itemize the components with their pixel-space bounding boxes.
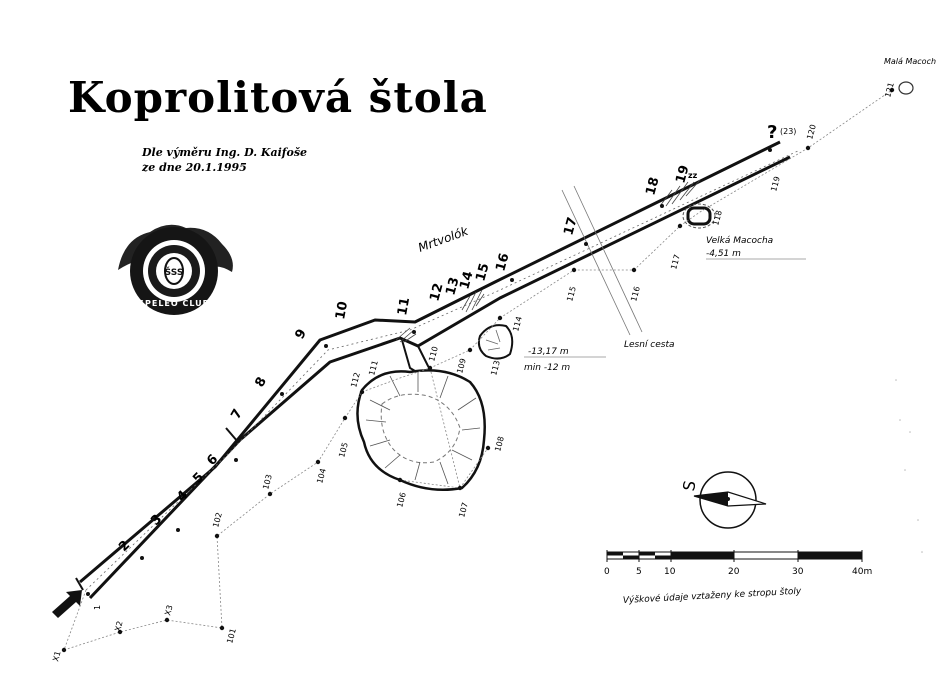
gallery-walls xyxy=(75,140,791,600)
survey-label: 105 xyxy=(337,441,350,458)
survey-traverse xyxy=(63,89,893,651)
survey-label: 102 xyxy=(211,511,224,528)
gallery-number: 13 xyxy=(443,276,462,297)
small-pit xyxy=(477,324,514,360)
scale-note: Výškové údaje vztaženy ke stropu štoly xyxy=(623,586,803,606)
mala-macocha-pit xyxy=(898,81,914,95)
unknown-continuation-mark: ? xyxy=(767,122,777,143)
survey-label: 119 xyxy=(769,175,782,192)
large-sinkhole xyxy=(356,369,486,492)
gallery-number: 10 xyxy=(333,300,351,320)
gallery-number: 18 xyxy=(643,176,662,197)
survey-label: X3 xyxy=(163,604,174,617)
entrance-arrow-icon xyxy=(52,590,82,618)
forest-road xyxy=(561,185,643,336)
survey-label: 114 xyxy=(511,315,524,332)
pit-min-label: min -12 m xyxy=(524,363,570,373)
survey-label: 112 xyxy=(349,371,362,388)
survey-label: 104 xyxy=(315,467,328,484)
gallery-number: 15 xyxy=(473,262,492,283)
survey-label: X1 xyxy=(51,650,62,663)
logo-text: SPELEO CLUB xyxy=(138,299,210,308)
subtitle-line-1: Dle výměru Ing. D. Kaifoše xyxy=(141,146,307,159)
survey-label: 108 xyxy=(493,435,506,452)
survey-label: 113 xyxy=(489,359,502,376)
survey-label: 110 xyxy=(427,345,440,362)
zz-label: zz xyxy=(688,171,698,180)
survey-label: 116 xyxy=(629,285,642,302)
compass-letter: S xyxy=(679,479,699,492)
club-logo: ŠSS SPELEO CLUB xyxy=(118,224,233,315)
survey-label: X2 xyxy=(113,620,124,633)
survey-label: 118 xyxy=(711,209,724,226)
scale-tick-label: 5 xyxy=(636,567,642,577)
survey-label: 120 xyxy=(805,123,818,140)
gallery-number: 7 xyxy=(228,407,246,422)
pit-depth-label: -13,17 m xyxy=(528,347,569,357)
gallery-number: 8 xyxy=(252,375,270,390)
centerline xyxy=(85,149,801,591)
mala-macocha-label: Malá Macocha xyxy=(884,57,936,66)
velka-macocha-pit xyxy=(682,203,716,229)
scan-noise xyxy=(895,379,923,553)
survey-label: 107 xyxy=(457,501,470,518)
survey-point-labels: X1 X2 X3 101 102 103 104 105 106 107 108… xyxy=(51,81,896,662)
scale-tick-label: 0 xyxy=(604,567,610,577)
survey-label: 117 xyxy=(669,253,682,270)
gallery-number: 9 xyxy=(292,327,310,342)
compass: S xyxy=(679,471,767,529)
gallery-number: 6 xyxy=(204,452,221,469)
subtitle-line-2: ze dne 20.1.1995 xyxy=(141,161,247,174)
scale-tick-label: 10 xyxy=(664,567,676,577)
survey-label: 115 xyxy=(565,285,578,302)
survey-label: 109 xyxy=(455,357,468,374)
gallery-number: 19 xyxy=(673,164,692,185)
survey-label: 121 xyxy=(883,81,896,98)
gallery-number: 12 xyxy=(427,282,446,303)
survey-label: 111 xyxy=(367,359,380,376)
scale-tick-label: 20 xyxy=(728,567,740,577)
velka-macocha-label: Velká Macocha xyxy=(706,236,773,246)
gallery-number: 3 xyxy=(148,512,165,529)
mrtvolok-label: Mrtvolók xyxy=(416,223,471,254)
scale-bar: 0 5 10 20 30 40m Výškové údaje vztaženy … xyxy=(604,550,872,606)
survey-stations xyxy=(61,87,895,653)
gallery-number: 14 xyxy=(457,270,476,291)
gallery-number: 17 xyxy=(561,216,580,237)
velka-macocha-depth: -4,51 m xyxy=(706,249,741,259)
survey-label: 103 xyxy=(261,473,274,490)
scale-tick-label: 30 xyxy=(792,567,804,577)
lesni-cesta-label: Lesní cesta xyxy=(624,340,675,350)
question-note: (23) xyxy=(780,127,796,136)
gallery-number: 1 xyxy=(93,605,102,610)
logo-mark: ŠSS xyxy=(165,266,184,278)
gallery-number: 11 xyxy=(395,296,413,316)
scale-tick-label: 40m xyxy=(852,567,872,577)
map-title: Koprolitová štola xyxy=(68,73,488,122)
gallery-number: 16 xyxy=(493,252,512,273)
survey-label: 101 xyxy=(225,627,238,644)
survey-label: 106 xyxy=(395,491,408,508)
breakdown-zones xyxy=(395,179,701,343)
